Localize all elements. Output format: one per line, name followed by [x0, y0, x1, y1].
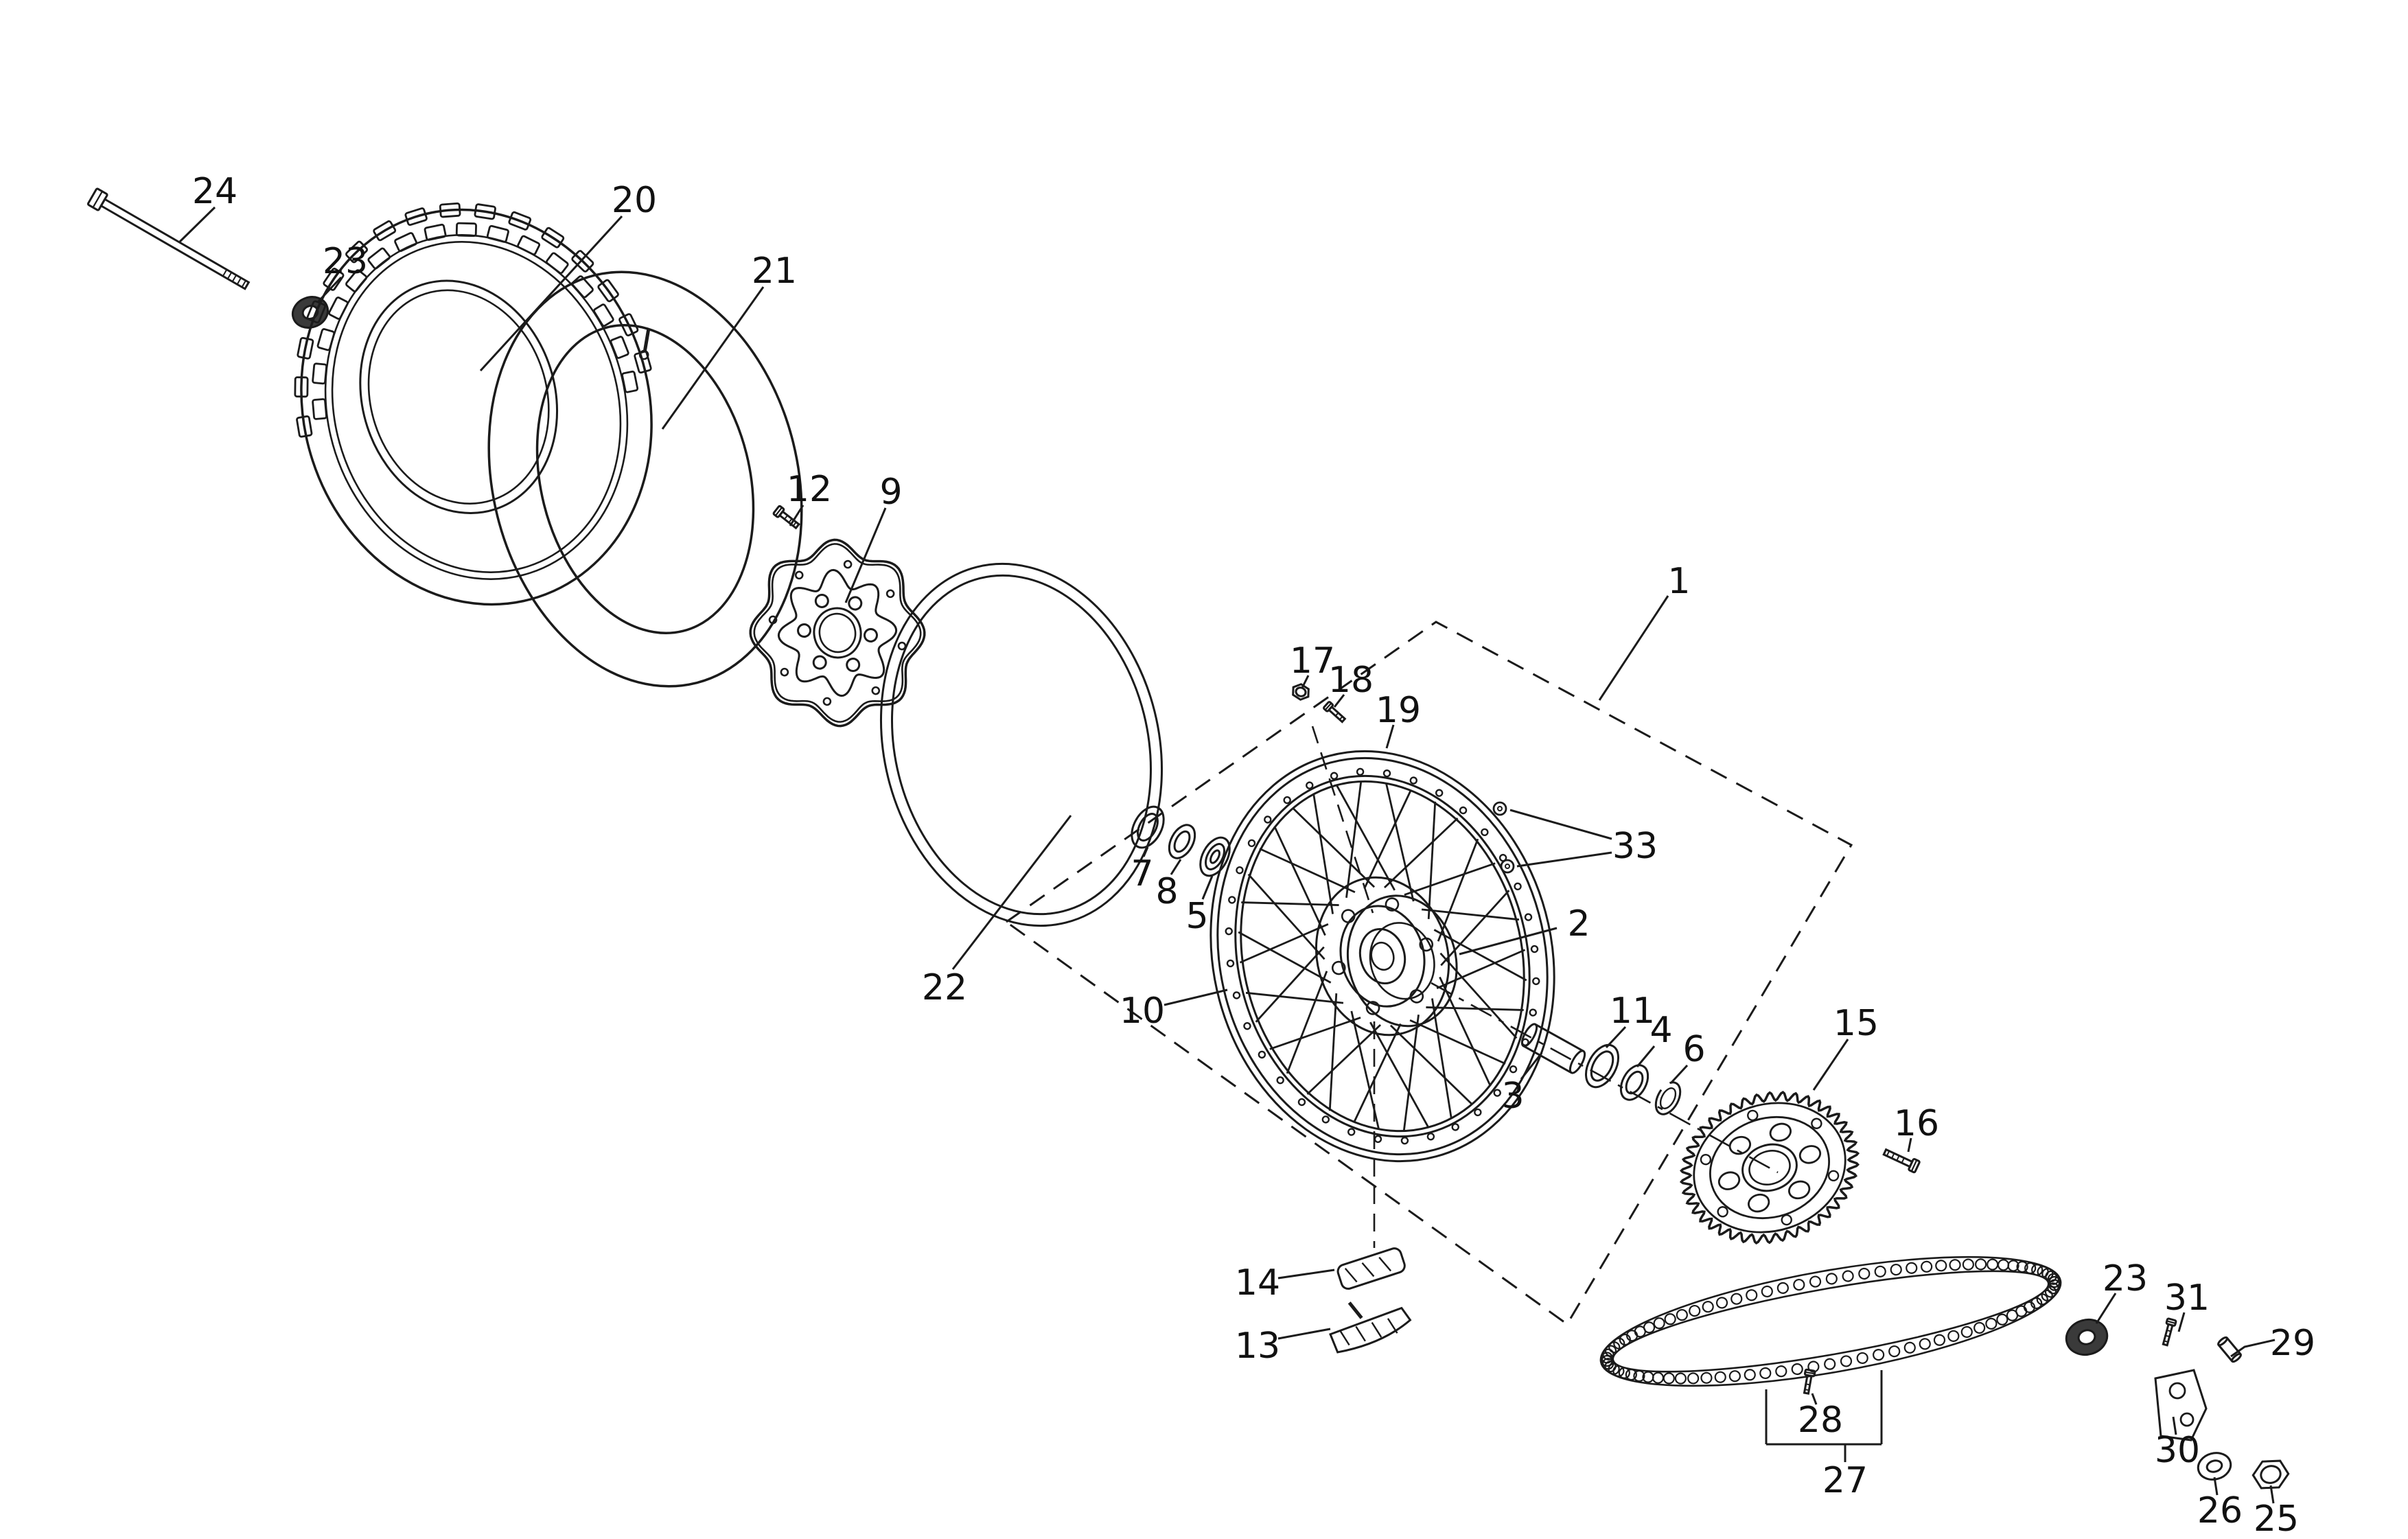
tire	[294, 202, 653, 606]
callout-30: 30	[2155, 1416, 2200, 1471]
part-number-13: 13	[1235, 1326, 1280, 1367]
part-number-16: 16	[1894, 1103, 1939, 1144]
callout-5: 5	[1185, 875, 1214, 937]
callout-13: 13	[1235, 1326, 1331, 1367]
axle-spacer	[1520, 1023, 1586, 1074]
callout-24: 24	[178, 171, 238, 243]
chain-slider-upper	[1336, 1247, 1406, 1290]
part-number-1: 1	[1667, 561, 1690, 602]
part-number-33: 33	[1612, 826, 1658, 867]
brake-disc	[749, 538, 926, 728]
chain-screw-28	[1803, 1368, 1816, 1395]
part-number-26: 26	[2197, 1490, 2243, 1531]
washer-26	[2197, 1452, 2232, 1481]
part-number-20: 20	[612, 180, 657, 221]
part-number-23: 23	[2103, 1258, 2148, 1299]
part-number-25: 25	[2254, 1498, 2299, 1539]
callout-23: 23	[2095, 1258, 2148, 1324]
wheel-hub	[1315, 876, 1458, 1037]
assembly-boundary	[1004, 621, 1853, 1326]
callout-28: 28	[1798, 1393, 1843, 1441]
callout-17: 17	[1290, 640, 1335, 688]
callout-1: 1	[1598, 561, 1691, 701]
callout-31: 31	[2164, 1277, 2210, 1332]
seal-7	[1131, 805, 1165, 849]
circlip-6	[1654, 1081, 1682, 1115]
callout-2: 2	[1459, 903, 1590, 956]
sprocket-bolt-16	[1882, 1148, 1921, 1174]
callout-8: 8	[1155, 859, 1182, 912]
callout-33: 33	[1509, 809, 1658, 868]
adjuster-bolt-31	[2162, 1317, 2177, 1347]
callout-22: 22	[922, 815, 1072, 1008]
disc-bolt	[772, 505, 800, 530]
callout-7: 7	[1131, 846, 1154, 894]
locknut-17	[1292, 683, 1310, 701]
callout-14: 14	[1235, 1262, 1335, 1304]
part-number-11: 11	[1610, 991, 1655, 1032]
screw-18	[1323, 701, 1347, 724]
adjuster-bracket-30	[2154, 1369, 2208, 1442]
part-number-5: 5	[1185, 896, 1208, 937]
drive-chain	[1599, 1256, 2062, 1387]
part-number-18: 18	[1328, 660, 1374, 701]
callout-25: 25	[2254, 1485, 2299, 1539]
part-number-10: 10	[1120, 991, 1165, 1032]
callout-12: 12	[787, 469, 832, 526]
bearing-5	[1199, 836, 1231, 877]
part-number-17: 17	[1290, 640, 1335, 682]
part-number-28: 28	[1798, 1400, 1843, 1441]
rim-band	[879, 562, 1164, 927]
callout-27: 27	[1765, 1370, 1883, 1501]
part-number-6: 6	[1682, 1029, 1705, 1070]
part-number-21: 21	[752, 251, 797, 292]
callout-15: 15	[1812, 1003, 1879, 1091]
washer-8	[1168, 824, 1196, 859]
part-number-9: 9	[879, 472, 902, 513]
callout-20: 20	[479, 180, 657, 372]
part-number-24: 24	[192, 171, 238, 212]
inner-tube	[487, 270, 803, 688]
callout-4: 4	[1636, 1010, 1673, 1067]
callout-10: 10	[1120, 988, 1228, 1032]
callout-9: 9	[844, 472, 903, 603]
callout-3: 3	[1501, 1052, 1543, 1117]
part-number-7: 7	[1131, 853, 1153, 894]
callout-26: 26	[2197, 1477, 2243, 1531]
callout-11: 11	[1605, 991, 1655, 1049]
part-number-19: 19	[1376, 690, 1421, 731]
adjuster-nut-25	[2251, 1459, 2290, 1490]
rear-sprocket	[1679, 1090, 1860, 1245]
callout-19: 19	[1376, 690, 1421, 749]
part-number-4: 4	[1649, 1010, 1672, 1051]
axle-nut-right	[2065, 1318, 2109, 1356]
part-number-30: 30	[2155, 1430, 2200, 1471]
callout-21: 21	[661, 251, 797, 430]
part-number-27: 27	[1822, 1460, 1868, 1501]
part-number-2: 2	[1567, 903, 1590, 945]
part-number-23: 23	[323, 241, 368, 282]
callout-23: 23	[316, 241, 368, 303]
part-number-14: 14	[1235, 1262, 1280, 1304]
bearing-11	[1585, 1043, 1619, 1089]
seal-4	[1619, 1064, 1649, 1101]
spoke-nipples	[1492, 801, 1515, 874]
part-number-15: 15	[1833, 1003, 1879, 1044]
part-number-29: 29	[2270, 1323, 2315, 1364]
callout-6: 6	[1669, 1029, 1706, 1085]
part-number-12: 12	[787, 469, 832, 510]
part-number-3: 3	[1501, 1076, 1524, 1117]
callout-29: 29	[2230, 1323, 2315, 1364]
rear-wheel	[1209, 750, 1555, 1163]
callout-16: 16	[1894, 1103, 1939, 1153]
part-number-22: 22	[922, 967, 967, 1008]
part-number-31: 31	[2164, 1277, 2210, 1319]
rear-axle-bolt	[86, 187, 251, 290]
adjuster-pin-29	[2217, 1336, 2242, 1363]
chain-slider-lower	[1329, 1301, 1412, 1354]
callout-18: 18	[1328, 660, 1374, 708]
part-number-8: 8	[1155, 871, 1178, 912]
